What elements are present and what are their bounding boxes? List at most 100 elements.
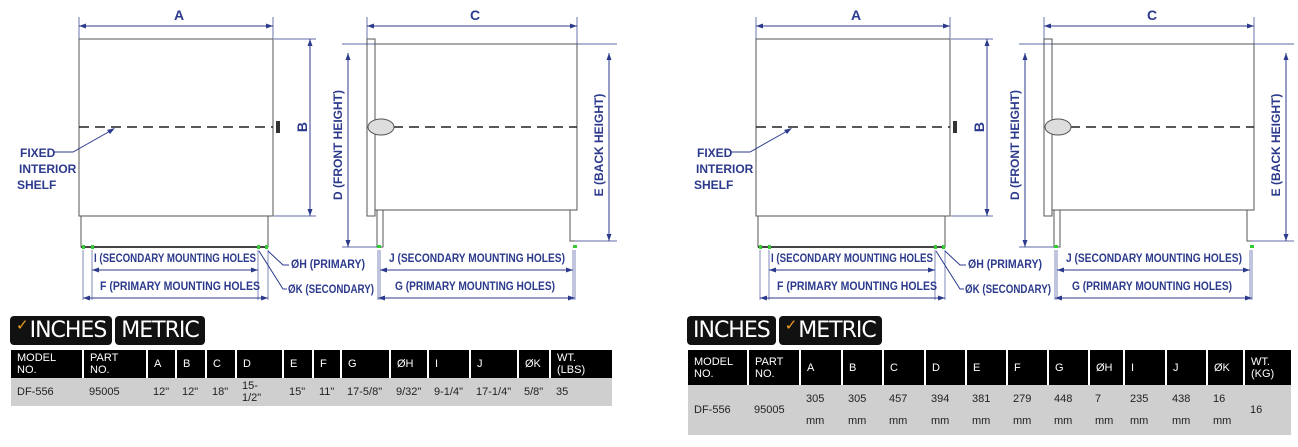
table-cell: 35 xyxy=(550,378,612,406)
inches-tab[interactable]: INCHES xyxy=(687,316,776,345)
column-header: ØH xyxy=(1089,350,1125,385)
dim-c-label: C xyxy=(1147,7,1157,23)
hole-h-label: ØH (PRIMARY) xyxy=(968,257,1042,271)
column-header: ØK xyxy=(518,350,551,378)
table-cell: DF-556 xyxy=(11,378,83,406)
column-header: C xyxy=(206,350,237,378)
table-cell: 15" xyxy=(283,378,313,406)
table-cell: 5/8" xyxy=(518,378,550,406)
latch-icon xyxy=(367,118,395,136)
column-header: E xyxy=(966,350,1008,385)
column-header: MODEL NO. xyxy=(688,350,749,385)
table-cell: 15-1/2" xyxy=(236,378,283,406)
inches-tab-label: INCHES xyxy=(693,317,771,343)
mounting-hole-icon xyxy=(82,245,85,249)
table-cell: 394 mm xyxy=(925,385,966,435)
dim-a-label: A xyxy=(174,7,184,23)
table-cell: DF-556 xyxy=(688,385,748,435)
dim-b-label: B xyxy=(971,122,987,132)
mounting-hole-icon xyxy=(265,245,268,249)
column-header: ØH xyxy=(390,350,429,378)
check-icon: ✓ xyxy=(784,316,798,334)
shelf-label-line: INTERIOR xyxy=(696,162,754,176)
latch-icon xyxy=(1044,118,1072,136)
front-view-base xyxy=(757,215,946,248)
table-cell: 438 mm xyxy=(1166,385,1207,435)
dim-b-label: B xyxy=(294,122,310,132)
table-cell: 95005 xyxy=(83,378,147,406)
dim-i-label: I (SECONDARY MOUNTING HOLES xyxy=(94,251,256,265)
table-cell: 305 mm xyxy=(842,385,883,435)
column-header: WT. (LBS) xyxy=(550,350,612,378)
column-header: B xyxy=(842,350,884,385)
mounting-hole-icon xyxy=(1250,245,1254,248)
column-header: C xyxy=(883,350,926,385)
shelf-leader-arrow xyxy=(107,128,115,134)
dim-d-label: D (FRONT HEIGHT) xyxy=(1008,90,1022,200)
dim-g-label: G (PRIMARY MOUNTING HOLES) xyxy=(1072,279,1232,293)
shelf-leader xyxy=(730,129,790,153)
dim-e-label: E (BACK HEIGHT) xyxy=(592,94,606,197)
dim-a-label: A xyxy=(851,7,861,23)
mounting-hole-icon xyxy=(934,245,937,249)
check-icon: ✓ xyxy=(16,316,29,334)
side-view-feet xyxy=(376,210,575,248)
enclosure-drawing: A B FIXED INTERIOR SHELF C D (FRONT HEIGHT) E (… xyxy=(694,7,1294,301)
column-header: ØK xyxy=(1207,350,1245,385)
column-header: I xyxy=(428,350,471,378)
latch-icon xyxy=(953,121,957,133)
hole-k-leader xyxy=(935,250,964,290)
shelf-label-line: SHELF xyxy=(694,178,733,192)
dim-j-label: J (SECONDARY MOUNTING HOLES) xyxy=(1066,251,1242,265)
hole-k-leader xyxy=(258,250,287,290)
hole-k-label: ØK (SECONDARY) xyxy=(965,282,1051,296)
column-header: A xyxy=(147,350,177,378)
table-cell: 448 mm xyxy=(1048,385,1089,435)
metric-tab-label: METRIC xyxy=(798,317,876,343)
column-header: A xyxy=(800,350,843,385)
dim-f-label: F (PRIMARY MOUNTING HOLES xyxy=(777,279,937,293)
column-header: F xyxy=(313,350,342,378)
table-cell: 17-1/4" xyxy=(470,378,518,406)
dim-e-label: E (BACK HEIGHT) xyxy=(1269,94,1283,197)
column-header: G xyxy=(341,350,391,378)
shelf-label-line: FIXED xyxy=(697,146,733,160)
shelf-label-line: INTERIOR xyxy=(19,162,77,176)
hole-h-leader xyxy=(944,250,966,266)
table-cell: 11" xyxy=(313,378,341,406)
metric-tab[interactable]: ✓METRIC xyxy=(778,316,882,345)
dim-f-label: F (PRIMARY MOUNTING HOLES xyxy=(100,279,260,293)
hole-h-leader xyxy=(267,250,289,266)
inches-tab[interactable]: ✓INCHES xyxy=(10,316,113,345)
table-cell: 16 xyxy=(1244,385,1291,435)
mounting-hole-icon xyxy=(377,245,381,248)
column-header: MODEL NO. xyxy=(11,350,84,378)
table-cell: 16 mm xyxy=(1207,385,1244,435)
column-header: I xyxy=(1124,350,1167,385)
table-cell: 12" xyxy=(147,378,176,406)
column-header: PART NO. xyxy=(748,350,801,385)
table-cell: 279 mm xyxy=(1007,385,1048,435)
table-cell: 18" xyxy=(206,378,236,406)
column-header: PART NO. xyxy=(83,350,148,378)
side-view-feet xyxy=(1053,210,1252,248)
table-cell: 9-1/4" xyxy=(428,378,470,406)
shelf-label-line: FIXED xyxy=(20,146,56,160)
column-header: J xyxy=(470,350,519,378)
table-cell: 381 mm xyxy=(966,385,1007,435)
column-header: D xyxy=(236,350,284,378)
table-cell: 305 mm xyxy=(800,385,842,435)
metric-tab-label: METRIC xyxy=(121,317,199,343)
column-header: E xyxy=(283,350,314,378)
metric-tab[interactable]: METRIC xyxy=(115,316,205,345)
mounting-hole-icon xyxy=(573,245,577,248)
column-header: F xyxy=(1007,350,1049,385)
